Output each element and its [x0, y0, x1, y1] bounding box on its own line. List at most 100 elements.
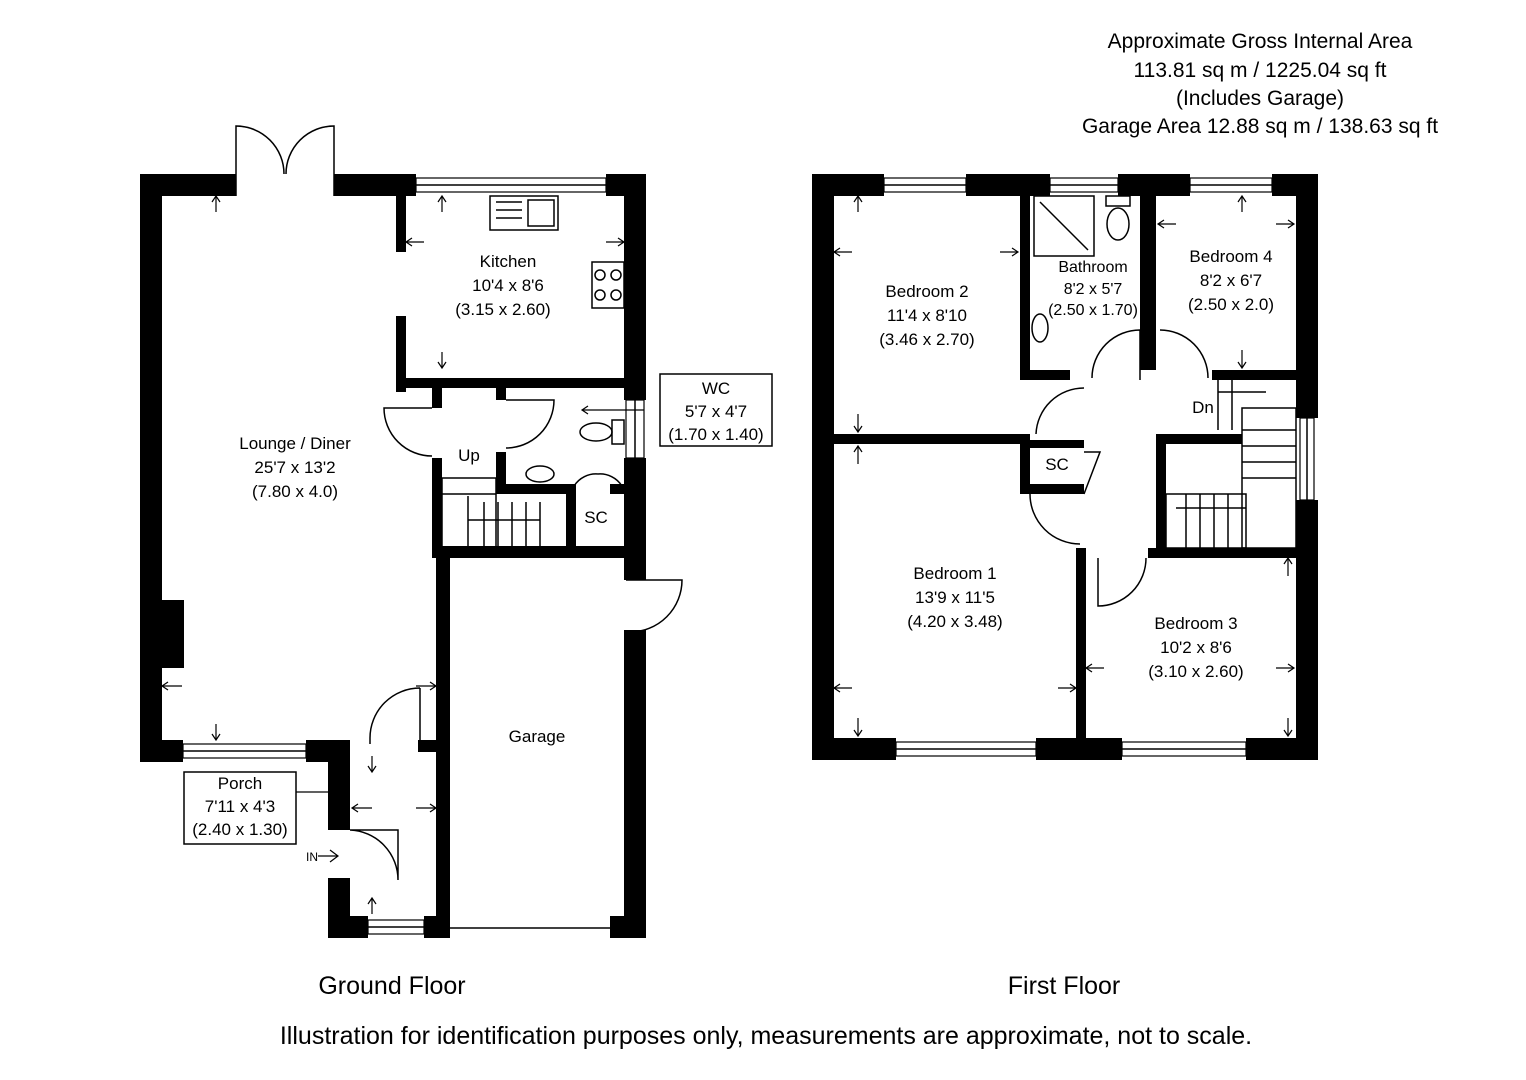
arrow	[437, 352, 447, 370]
wall	[424, 916, 450, 938]
wall	[496, 484, 574, 494]
arrow	[350, 803, 372, 813]
wall	[1036, 738, 1122, 760]
arrow	[832, 247, 852, 257]
wc-label-box	[659, 373, 773, 447]
stairs-down-label: Dn	[1192, 398, 1214, 417]
wall	[1140, 190, 1156, 370]
kitchen-metric: (3.15 x 2.60)	[455, 300, 550, 319]
wall	[1156, 434, 1166, 554]
bathroom-name: Bathroom	[1058, 259, 1127, 276]
wall	[140, 740, 183, 762]
wall	[432, 546, 628, 558]
door-swing	[1159, 329, 1209, 379]
wall	[396, 378, 644, 388]
bath-basin	[1031, 313, 1049, 343]
wall	[624, 174, 646, 394]
wall	[418, 740, 440, 752]
door-swing	[1097, 557, 1147, 607]
door-swing	[1029, 493, 1081, 545]
cistern	[1105, 195, 1131, 207]
cupboard-door	[573, 473, 623, 487]
wall	[334, 174, 416, 196]
ground-stairs	[441, 477, 541, 549]
dimension-arrows	[832, 194, 1296, 738]
chimney-breast	[162, 600, 184, 668]
hob-ring	[594, 289, 606, 301]
wall	[328, 916, 368, 938]
arrow	[832, 683, 852, 693]
wall	[812, 174, 834, 760]
arrow	[1000, 247, 1020, 257]
arrow	[1276, 663, 1296, 673]
wall	[1020, 190, 1030, 380]
lounge-metric: (7.80 x 4.0)	[252, 482, 338, 501]
arrow	[1283, 556, 1293, 576]
garage-side-door	[626, 579, 683, 633]
wall	[1296, 174, 1318, 418]
ground-floor-plan: Kitchen 10'4 x 8'6 (3.15 x 2.60) Lounge …	[140, 125, 773, 1000]
porch-inner-door	[369, 687, 421, 744]
ground-sc-label: SC	[584, 508, 608, 527]
wall	[396, 316, 406, 392]
bedroom2-metric: (3.46 x 2.70)	[879, 330, 974, 349]
bedroom3-name: Bedroom 3	[1154, 614, 1237, 633]
hob-ring	[610, 289, 622, 301]
wall	[624, 630, 646, 938]
wall	[1118, 174, 1190, 196]
arrow	[853, 414, 863, 434]
entrance-label: IN	[306, 850, 318, 864]
front-door	[349, 829, 399, 881]
lounge-imperial: 25'7 x 13'2	[254, 458, 335, 477]
arrow	[367, 756, 377, 774]
arrow	[404, 237, 424, 247]
shower-line	[1039, 201, 1089, 251]
porch-label-box	[183, 771, 297, 845]
bedroom1-name: Bedroom 1	[913, 564, 996, 583]
kitchen-sink	[489, 195, 559, 231]
wall	[1156, 434, 1242, 444]
stair-flight	[1165, 493, 1247, 549]
wall	[432, 458, 442, 558]
bedroom1-imperial: 13'9 x 11'5	[915, 588, 995, 607]
stairs-up-label: Up	[458, 446, 480, 465]
arrow	[1058, 683, 1078, 693]
wall	[966, 174, 1050, 196]
bedroom4-metric: (2.50 x 2.0)	[1188, 295, 1274, 314]
wall	[1020, 370, 1070, 380]
wall	[1020, 434, 1030, 492]
porch-name: Porch	[218, 774, 262, 793]
arrow	[853, 194, 863, 212]
arrow	[1084, 663, 1104, 673]
kitchen-imperial: 10'4 x 8'6	[472, 276, 544, 295]
disclaimer: Illustration for identification purposes…	[280, 1022, 1252, 1050]
porch-imperial: 7'11 x 4'3	[205, 797, 275, 816]
arrow	[853, 444, 863, 464]
arrow	[160, 681, 182, 691]
french-door-right	[285, 125, 335, 196]
first-floor-title: First Floor	[1008, 972, 1121, 1000]
wall	[1076, 548, 1086, 746]
kitchen-name: Kitchen	[480, 252, 537, 271]
dimension-arrows	[160, 194, 644, 914]
arrow	[853, 718, 863, 738]
first-floor-stairs	[1165, 380, 1297, 549]
wc-metric: (1.70 x 1.40)	[668, 425, 763, 444]
arrow	[1283, 718, 1293, 738]
wall	[496, 452, 506, 494]
bathroom-metric: (2.50 x 1.70)	[1048, 302, 1138, 319]
wall	[610, 916, 646, 938]
wall	[834, 434, 1028, 444]
toilet	[579, 422, 613, 442]
wc-basin	[525, 465, 555, 483]
arrow	[211, 194, 221, 212]
wall	[1020, 440, 1084, 448]
garage-area: Garage Area 12.88 sq m / 138.63 sq ft	[1082, 115, 1438, 138]
door-swing	[383, 407, 433, 457]
first-sc-label: SC	[1045, 455, 1069, 474]
bedroom4-name: Bedroom 4	[1189, 247, 1272, 266]
door-swing	[1035, 387, 1085, 435]
area-note: (Includes Garage)	[1176, 87, 1344, 110]
arrow	[437, 194, 447, 212]
